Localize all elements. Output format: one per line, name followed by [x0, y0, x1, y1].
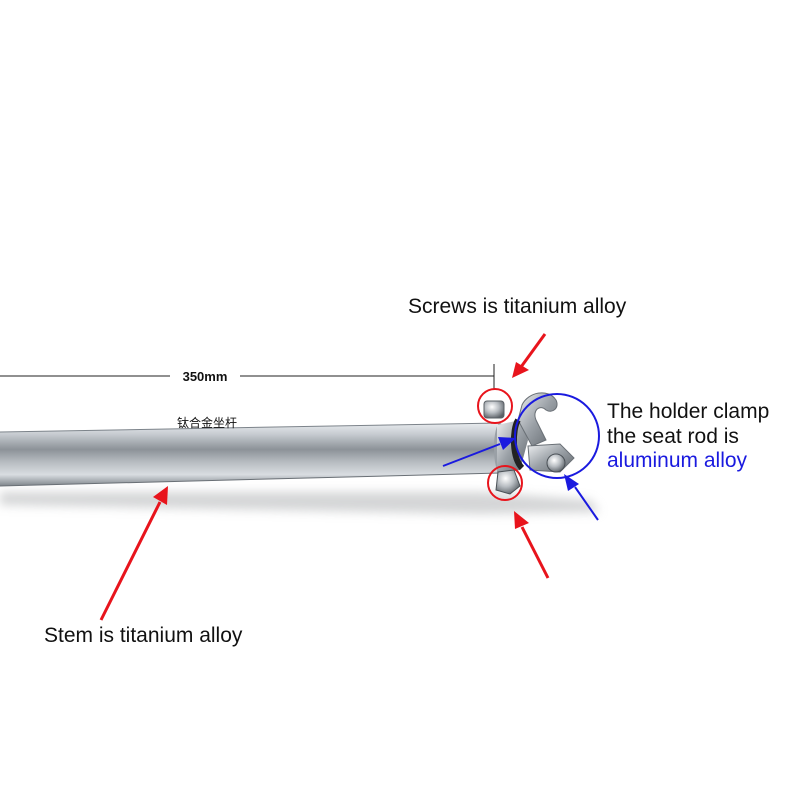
clamp-bottom-arrow	[564, 474, 599, 521]
screws-callout-text: Screws is titanium alloy	[408, 295, 627, 318]
tube-shadow	[0, 492, 600, 514]
stem-arrow	[99, 486, 168, 621]
clamp-callout-line2: the seat rod is	[607, 425, 739, 448]
top-bolt	[483, 400, 505, 419]
clamp-callout-line3: aluminum alloy	[607, 449, 748, 472]
clamp-highlight-circle	[514, 393, 600, 479]
clamp-head	[483, 392, 575, 495]
top-screw-highlight-circle	[477, 388, 513, 424]
clamp-left-arrow	[442, 437, 516, 467]
stem-callout-text: Stem is titanium alloy	[44, 624, 243, 647]
seat-tube	[0, 422, 506, 487]
screws-bottom-arrow	[514, 511, 550, 579]
dimension-label: 350mm	[183, 369, 228, 384]
dimension-marker: 350mm	[0, 364, 495, 390]
bottom-screw-highlight-circle	[487, 465, 523, 501]
clamp-callout-line1: The holder clamp	[607, 400, 769, 423]
tube-stamp: 钛合金坐杆	[177, 415, 237, 430]
bottom-bolt	[495, 469, 521, 495]
screws-top-arrow	[512, 333, 547, 378]
side-bolt	[546, 453, 566, 473]
